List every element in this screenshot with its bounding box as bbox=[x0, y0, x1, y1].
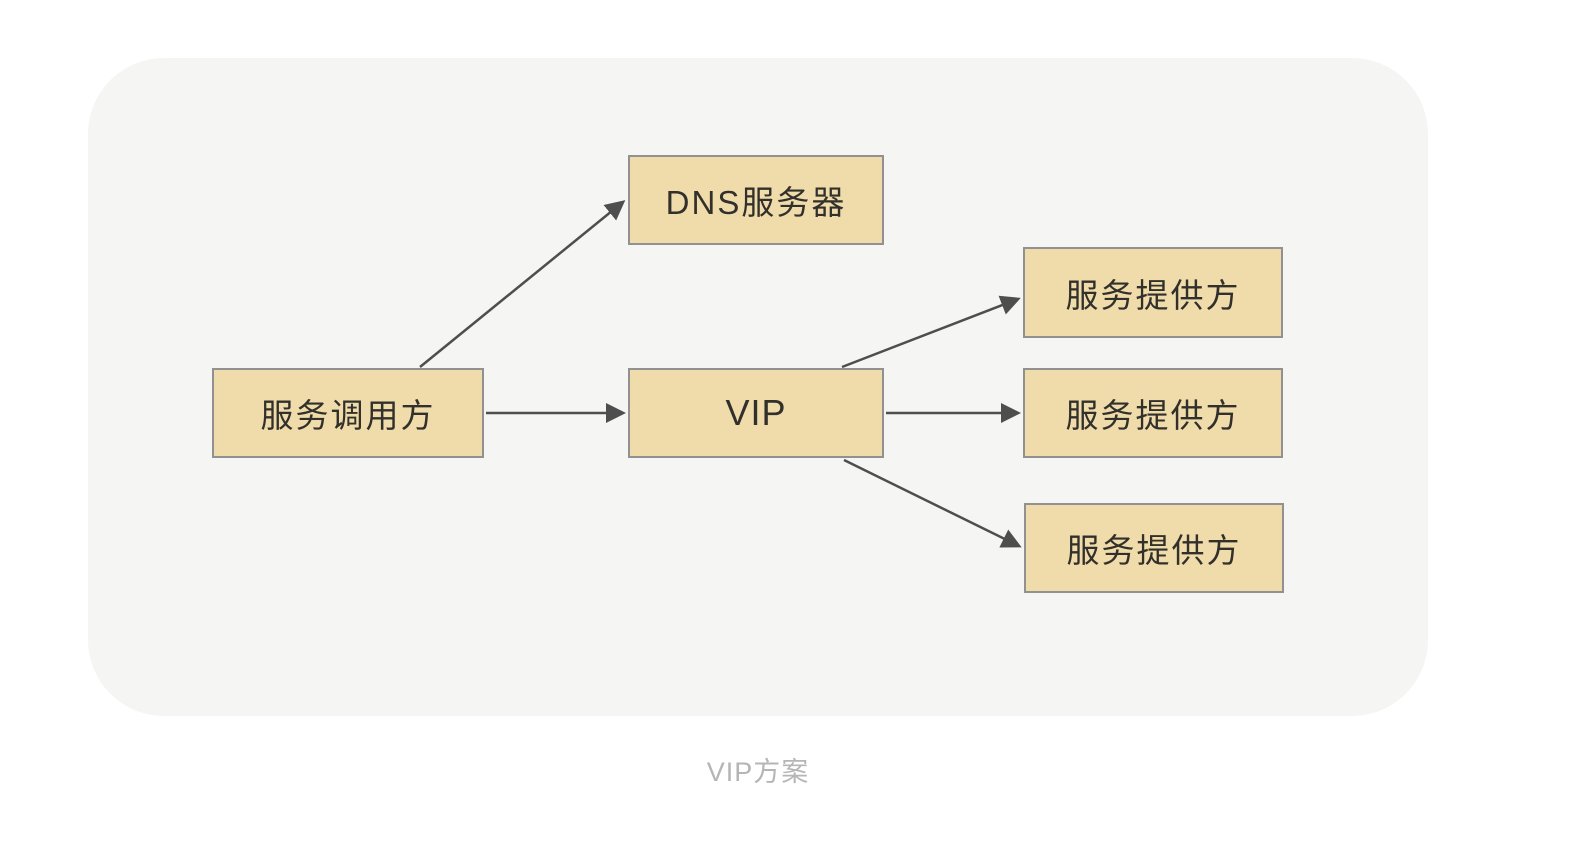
node-service-provider-top-label: 服务提供方 bbox=[1065, 276, 1241, 314]
node-service-provider-top: 服务提供方 bbox=[1023, 247, 1283, 338]
node-service-provider-bottom: 服务提供方 bbox=[1024, 503, 1284, 593]
node-service-provider-middle: 服务提供方 bbox=[1023, 368, 1283, 458]
node-service-provider-middle-label: 服务提供方 bbox=[1065, 397, 1241, 434]
diagram-caption: VIP方案 bbox=[706, 757, 810, 787]
node-service-caller-label: 服务调用方 bbox=[260, 397, 436, 434]
node-service-caller: 服务调用方 bbox=[212, 368, 484, 458]
node-vip-label: VIP bbox=[725, 392, 787, 433]
node-dns-server: DNS服务器 bbox=[628, 155, 884, 245]
node-vip: VIP bbox=[628, 368, 884, 458]
node-service-provider-bottom-label: 服务提供方 bbox=[1066, 532, 1242, 569]
node-dns-server-label: DNS服务器 bbox=[665, 184, 847, 221]
